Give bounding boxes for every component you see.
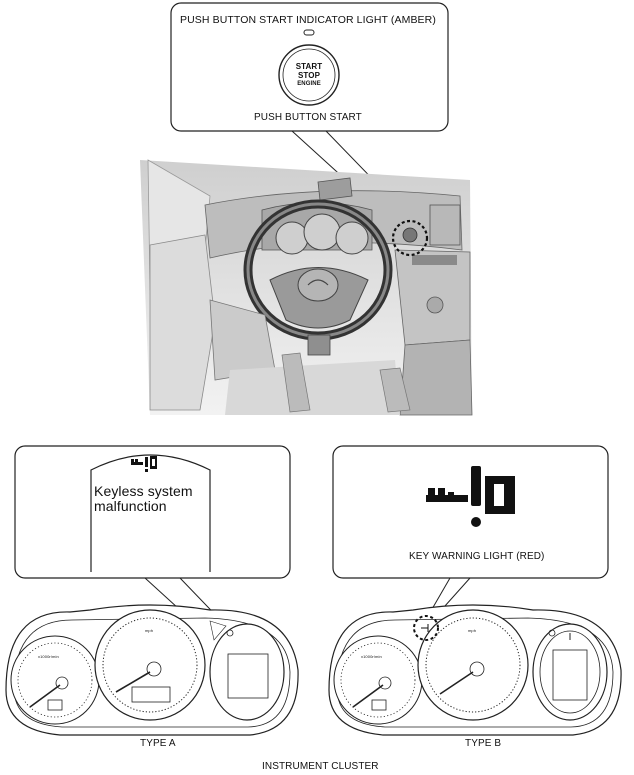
type-a-callout xyxy=(14,445,291,579)
key-warning-highlight-circle xyxy=(413,615,439,641)
indicator-light-label: PUSH BUTTON START INDICATOR LIGHT (AMBER… xyxy=(180,14,436,26)
instrument-cluster-caption: INSTRUMENT CLUSTER xyxy=(262,761,379,772)
type-a-label: TYPE A xyxy=(140,738,176,749)
keyless-message-line2: malfunction xyxy=(94,498,167,514)
key-warning-icon-small xyxy=(131,456,157,472)
key-warning-icon-large xyxy=(426,466,515,527)
type-b-label: TYPE B xyxy=(465,738,502,749)
start-stop-button-icon xyxy=(278,29,340,106)
type-b-tach-unit: x1000r/min xyxy=(361,654,382,659)
type-b-instrument-cluster xyxy=(328,604,622,736)
type-b-callout xyxy=(332,445,609,579)
button-text-engine: ENGINE xyxy=(297,81,321,87)
start-stop-engine-text: START STOP ENGINE xyxy=(279,62,339,89)
push-button-callout xyxy=(170,2,449,132)
type-a-instrument-cluster xyxy=(5,604,299,736)
type-a-speed-unit: mph xyxy=(145,628,154,633)
type-a-tach-unit: x1000r/min xyxy=(38,654,59,659)
dashboard-illustration xyxy=(140,159,473,416)
type-b-speed-unit: mph xyxy=(468,628,477,633)
push-button-highlight-circle xyxy=(391,219,429,257)
key-warning-light-label: KEY WARNING LIGHT (RED) xyxy=(409,551,545,562)
button-text-start: START xyxy=(295,62,323,71)
push-button-start-label: PUSH BUTTON START xyxy=(254,112,362,123)
keyless-message-line1: Keyless system xyxy=(94,483,193,499)
keyless-message: Keyless system malfunction xyxy=(94,484,193,514)
button-text-stop: STOP xyxy=(297,70,321,80)
